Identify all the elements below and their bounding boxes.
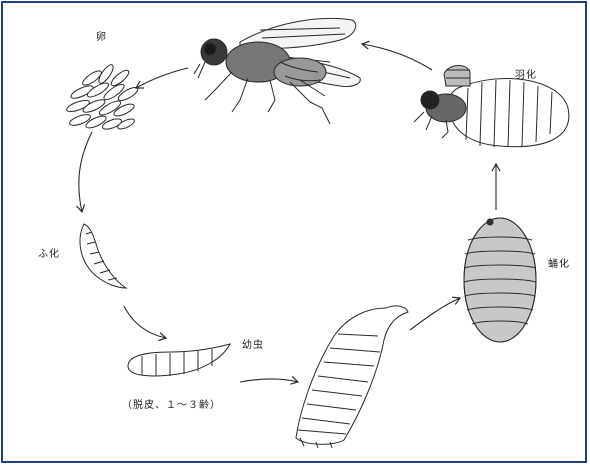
- label-larva: 幼虫: [242, 336, 264, 351]
- arrow-larva-to-mature: [240, 379, 298, 382]
- arrow-egg-to-hatch: [79, 132, 92, 212]
- arrow-emerge-to-adult: [362, 44, 432, 70]
- label-egg: 卵: [96, 28, 107, 43]
- adult-fly: [194, 18, 360, 124]
- young-larva: [128, 344, 230, 376]
- hatchling-larva: [80, 224, 126, 288]
- pupa: [464, 218, 536, 342]
- mature-larva: [296, 306, 408, 448]
- label-hatching: ふ化: [38, 245, 60, 260]
- arrow-mature-to-pupa: [410, 298, 460, 330]
- arrow-hatch-to-larva: [124, 306, 166, 338]
- arrow-fly-to-egg: [136, 68, 188, 88]
- egg-cluster: [65, 63, 139, 131]
- label-molting: （脱皮、１～３齢）: [122, 396, 221, 411]
- label-pupation: 蛹化: [548, 255, 570, 270]
- emerging-adult: [414, 65, 569, 147]
- label-emergence: 羽化: [515, 66, 537, 81]
